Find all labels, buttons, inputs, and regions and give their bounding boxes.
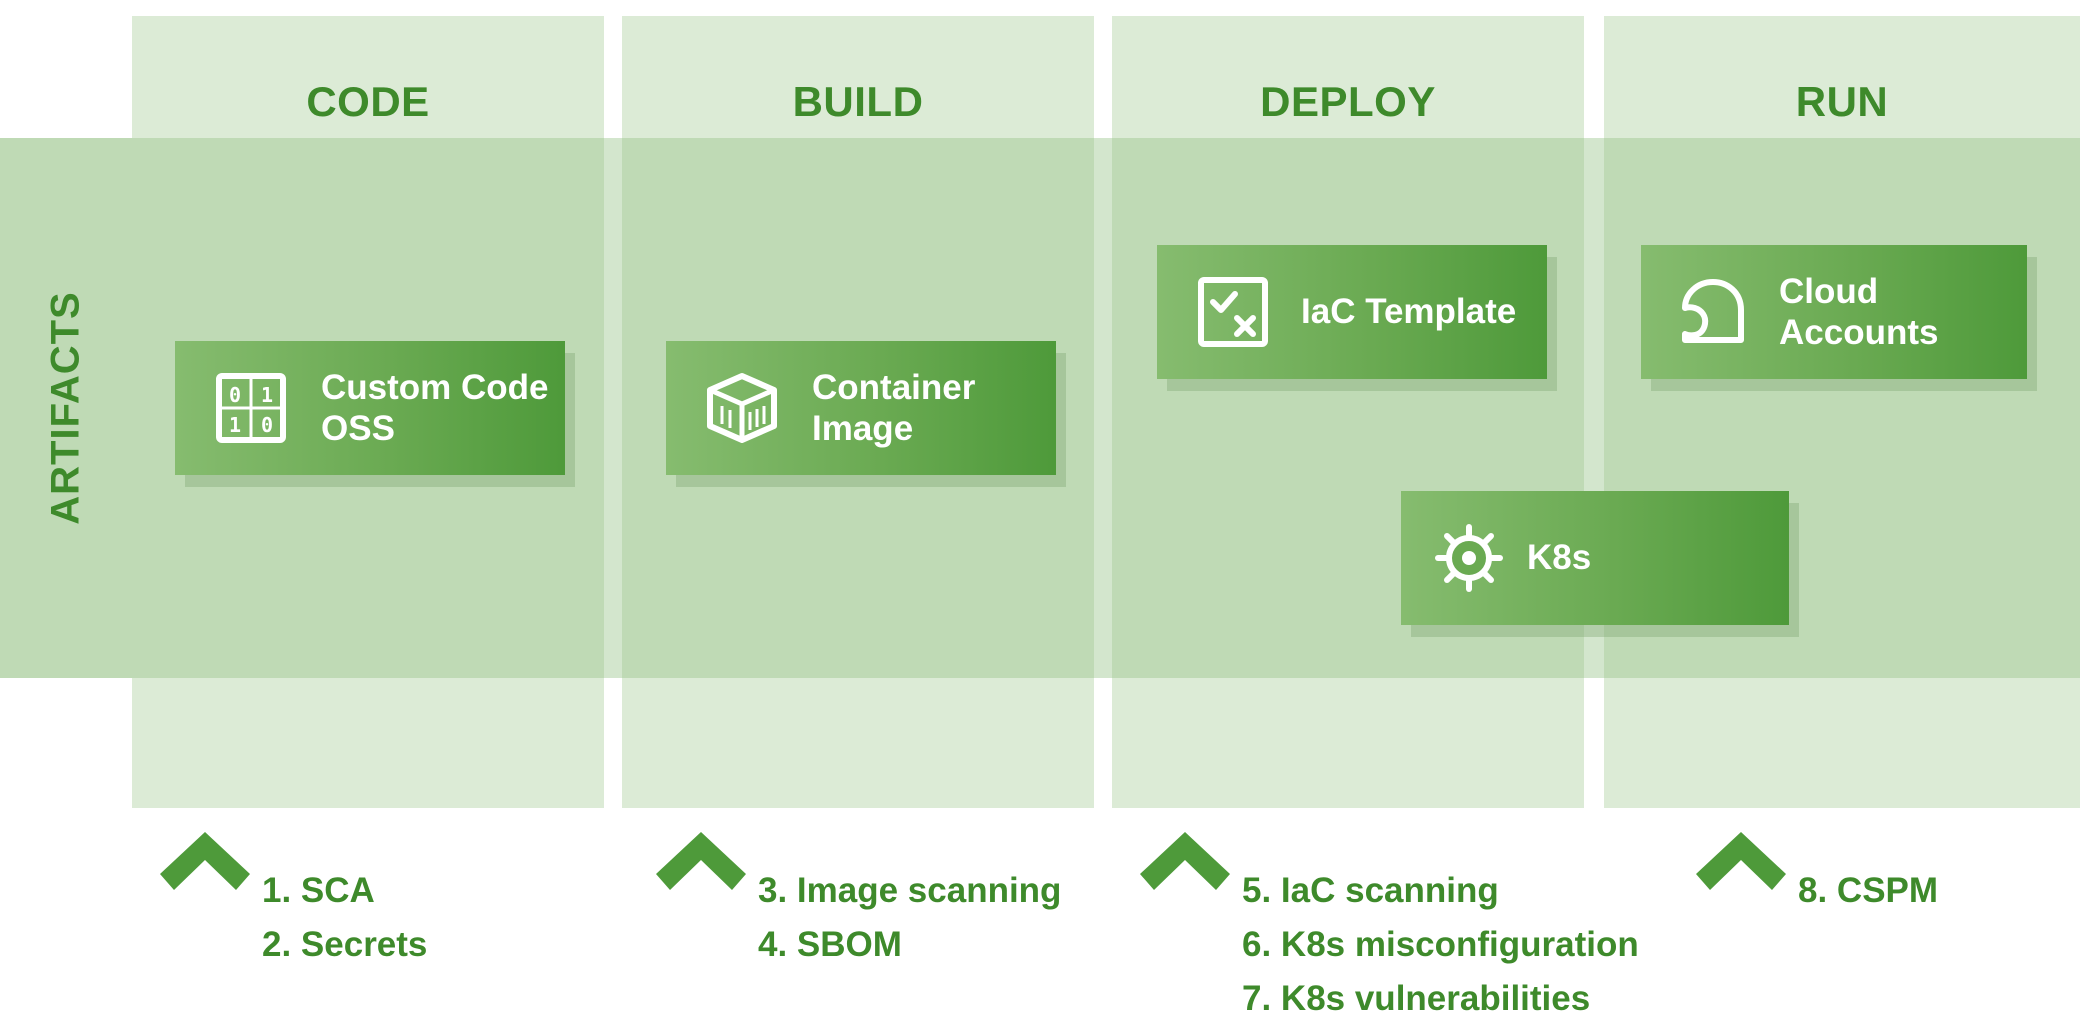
artifact-iac-template-line1: IaC Template bbox=[1301, 292, 1517, 332]
check-item: 7. K8s vulnerabilities bbox=[1242, 979, 1591, 1018]
column-run: RUN bbox=[1604, 16, 2080, 808]
chevron-up-icon bbox=[1696, 832, 1786, 890]
artifact-container-image-label: Container Image bbox=[812, 367, 975, 450]
artifact-custom-code-line2: OSS bbox=[321, 409, 395, 448]
artifact-container-image-line2: Image bbox=[812, 409, 914, 448]
svg-text:0: 0 bbox=[229, 383, 241, 407]
check-item: 4. SBOM bbox=[758, 925, 902, 964]
chevron-up-icon bbox=[1140, 832, 1230, 890]
artifact-k8s: K8s bbox=[1401, 491, 1789, 625]
check-item: 2. Secrets bbox=[262, 925, 428, 964]
checklist-template-icon bbox=[1179, 276, 1287, 348]
column-title-code: CODE bbox=[306, 78, 430, 125]
svg-text:1: 1 bbox=[229, 413, 241, 437]
artifacts-band-label-area bbox=[0, 138, 132, 678]
artifact-custom-code-label: Custom Code OSS bbox=[321, 367, 549, 450]
artifact-iac-template: IaC Template bbox=[1157, 245, 1547, 379]
artifact-cloud-accounts-label: Cloud Accounts bbox=[1779, 271, 1938, 354]
checks-deploy-list: 5. IaC scanning 6. K8s misconfiguration … bbox=[1242, 864, 1639, 1026]
artifact-iac-template-label: IaC Template bbox=[1301, 291, 1516, 332]
column-title-build: BUILD bbox=[792, 78, 924, 125]
column-title-deploy: DEPLOY bbox=[1260, 78, 1436, 125]
artifact-container-image-line1: Container bbox=[812, 367, 976, 407]
svg-text:1: 1 bbox=[261, 383, 273, 407]
checks-code-list: 1. SCA 2. Secrets bbox=[262, 864, 427, 972]
svg-text:0: 0 bbox=[261, 413, 273, 437]
binary-code-icon: 0 1 1 0 bbox=[197, 372, 305, 444]
artifact-container-image: Container Image bbox=[666, 341, 1056, 475]
container-box-icon bbox=[688, 370, 796, 446]
artifact-k8s-line1: K8s bbox=[1527, 538, 1592, 578]
artifact-custom-code: 0 1 1 0 Custom Code OSS bbox=[175, 341, 565, 475]
checks-build-list: 3. Image scanning 4. SBOM bbox=[758, 864, 1061, 972]
check-item: 8. CSPM bbox=[1798, 871, 1939, 910]
checks-run-list: 8. CSPM bbox=[1798, 864, 1938, 918]
kubernetes-helm-icon bbox=[1429, 523, 1509, 593]
artifact-cloud-accounts-line2: Accounts bbox=[1779, 313, 1939, 352]
check-item: 1. SCA bbox=[262, 871, 375, 910]
column-title-run: RUN bbox=[1795, 78, 1889, 125]
check-item: 5. IaC scanning bbox=[1242, 871, 1499, 910]
check-item: 6. K8s misconfiguration bbox=[1242, 925, 1639, 964]
artifacts-label: ARTIFACTS bbox=[43, 291, 88, 525]
artifact-cloud-accounts: Cloud Accounts bbox=[1641, 245, 2027, 379]
chevron-up-icon bbox=[160, 832, 250, 890]
check-item: 3. Image scanning bbox=[758, 871, 1062, 910]
column-deploy: DEPLOY bbox=[1112, 16, 1584, 808]
artifact-custom-code-line1: Custom Code bbox=[321, 367, 549, 407]
cloud-icon bbox=[1659, 276, 1767, 348]
artifact-cloud-accounts-line1: Cloud bbox=[1779, 271, 1879, 311]
chevron-up-icon bbox=[656, 832, 746, 890]
artifact-k8s-label: K8s bbox=[1527, 537, 1591, 578]
